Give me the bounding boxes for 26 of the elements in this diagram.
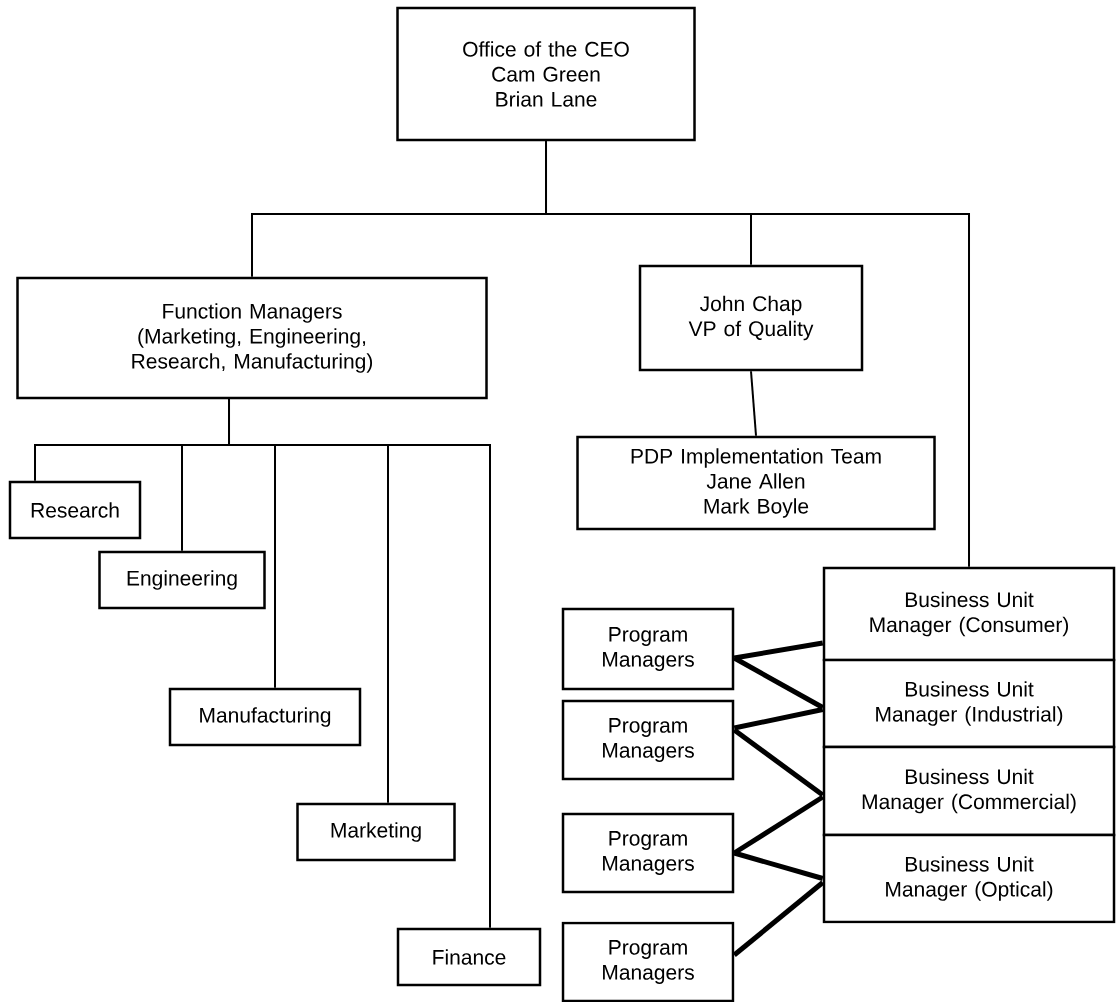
org-box: Engineering: [98, 550, 266, 610]
connector-line: [545, 140, 970, 568]
connector-line: [732, 728, 825, 798]
org-box: Manufacturing: [168, 687, 362, 747]
connector-line: [228, 398, 491, 929]
connector-line: [733, 655, 824, 710]
org-box: Program Managers: [561, 699, 735, 781]
org-box: Program Managers: [561, 812, 735, 894]
connector-line: [750, 370, 757, 437]
org-box: Function Managers (Marketing, Engineering, Research, Manufacturing): [16, 276, 488, 400]
connector-line: [733, 850, 824, 881]
org-box: Program Managers: [561, 607, 735, 691]
org-box: Marketing: [296, 802, 456, 862]
connector-line: [733, 707, 824, 731]
connector-line: [732, 880, 825, 957]
connector-line: [733, 640, 824, 661]
org-box: Business Unit Manager (Commercial): [822, 745, 1116, 837]
org-box: Research: [8, 480, 142, 540]
org-box: John Chap VP of Quality: [638, 264, 864, 372]
org-box: Office of the CEO Cam Green Brian Lane: [396, 6, 696, 142]
org-box: Business Unit Manager (Optical): [822, 833, 1116, 924]
org-box: Finance: [396, 927, 542, 987]
org-box: Program Managers: [561, 921, 735, 1002]
org-box: Business Unit Manager (Consumer): [822, 566, 1116, 662]
org-box: Business Unit Manager (Industrial): [822, 658, 1116, 749]
org-box: PDP Implementation Team Jane Allen Mark Boyle: [576, 435, 936, 531]
